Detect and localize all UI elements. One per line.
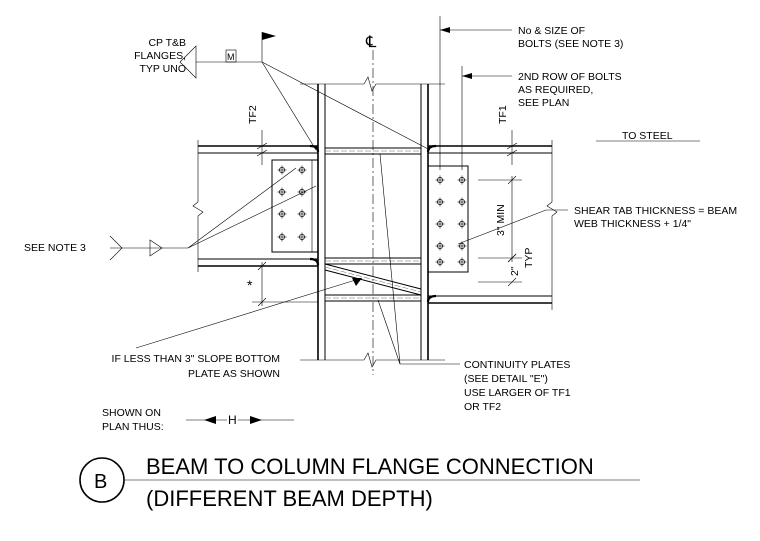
shear-tab-note: SHEAR TAB THICKNESS = BEAM WEB THICKNESS… — [457, 205, 737, 245]
svg-text:(SEE DETAIL "E"): (SEE DETAIL "E") — [464, 373, 548, 385]
dim-2-label: 2" — [509, 266, 521, 276]
weld-symbol-m: M — [227, 52, 235, 62]
tf2-label-group: TF2 — [247, 105, 268, 165]
second-row-note: 2ND ROW OF BOLTS AS REQUIRED, SEE PLAN — [461, 66, 622, 170]
see-note-3-label: SEE NOTE 3 — [24, 242, 86, 254]
right-shear-tab — [427, 165, 469, 273]
svg-text:2ND ROW OF BOLTS: 2ND ROW OF BOLTS — [518, 71, 622, 83]
svg-text:PLAN THUS:: PLAN THUS: — [102, 421, 164, 433]
plan-symbol-group: SHOWN ON PLAN THUS: H — [102, 407, 294, 433]
svg-text:SHEAR TAB THICKNESS = BEAM: SHEAR TAB THICKNESS = BEAM — [574, 205, 737, 217]
asterisk-label: * — [247, 277, 253, 293]
tf1-label: TF1 — [497, 105, 509, 124]
see-note-3: SEE NOTE 3 — [24, 167, 317, 261]
svg-text:PLATE AS SHOWN: PLATE AS SHOWN — [188, 368, 280, 380]
right-beam — [426, 140, 558, 310]
column-centerline: ℄ — [365, 34, 377, 375]
svg-text:OR TF2: OR TF2 — [464, 401, 501, 413]
svg-text:USE LARGER OF TF1: USE LARGER OF TF1 — [464, 387, 571, 399]
svg-text:No & SIZE OF: No & SIZE OF — [518, 25, 585, 37]
svg-text:CP T&B: CP T&B — [148, 37, 186, 49]
min-3-label: 3" MIN — [495, 204, 507, 236]
svg-text:TYP UNO: TYP UNO — [140, 63, 186, 75]
tf2-label: TF2 — [247, 105, 259, 124]
left-bolt-group — [277, 165, 307, 242]
svg-text:CONTINUITY PLATES: CONTINUITY PLATES — [464, 359, 570, 371]
svg-text:AS REQUIRED,: AS REQUIRED, — [518, 84, 593, 96]
svg-text:SEE PLAN: SEE PLAN — [518, 97, 569, 109]
bolts-size-note: No & SIZE OF BOLTS (SEE NOTE 3) — [439, 16, 623, 170]
svg-text:SHOWN ON: SHOWN ON — [102, 407, 161, 419]
to-steel-label: TO STEEL — [622, 130, 673, 142]
asterisk-dimension: * — [247, 261, 318, 307]
dimension-3in-min: 3" MIN — [478, 175, 522, 263]
cp-flanges-note: CP T&B FLANGES, TYP UNO M — [134, 32, 431, 151]
plan-symbol-h: H — [228, 413, 237, 427]
slope-note: IF LESS THAN 3" SLOPE BOTTOM PLATE AS SH… — [112, 277, 363, 380]
svg-text:IF LESS THAN 3" SLOPE BOTTOM: IF LESS THAN 3" SLOPE BOTTOM — [112, 353, 280, 365]
detail-letter: B — [94, 471, 107, 493]
right-bolt-group — [435, 175, 467, 267]
svg-text:FLANGES,: FLANGES, — [134, 50, 186, 62]
tf1-label-group: TF1 — [497, 105, 518, 165]
typ-label: TYP — [523, 248, 535, 268]
title-line-1: BEAM TO COLUMN FLANGE CONNECTION — [146, 454, 594, 479]
column — [300, 76, 445, 368]
centerline-symbol: ℄ — [365, 34, 377, 51]
to-steel-note: TO STEEL — [596, 130, 700, 142]
left-beam — [192, 140, 320, 272]
title-line-2: (DIFFERENT BEAM DEPTH) — [146, 486, 433, 511]
continuity-plates — [324, 147, 422, 302]
svg-text:WEB THICKNESS + 1/4": WEB THICKNESS + 1/4" — [574, 218, 691, 230]
continuity-note: CONTINUITY PLATES (SEE DETAIL "E") USE L… — [377, 153, 571, 413]
dimension-2in-typ: 2" TYP — [478, 248, 535, 287]
title-block: B BEAM TO COLUMN FLANGE CONNECTION (DIFF… — [79, 454, 640, 511]
svg-text:BOLTS (SEE NOTE 3): BOLTS (SEE NOTE 3) — [518, 38, 623, 50]
left-shear-tab — [271, 159, 319, 253]
